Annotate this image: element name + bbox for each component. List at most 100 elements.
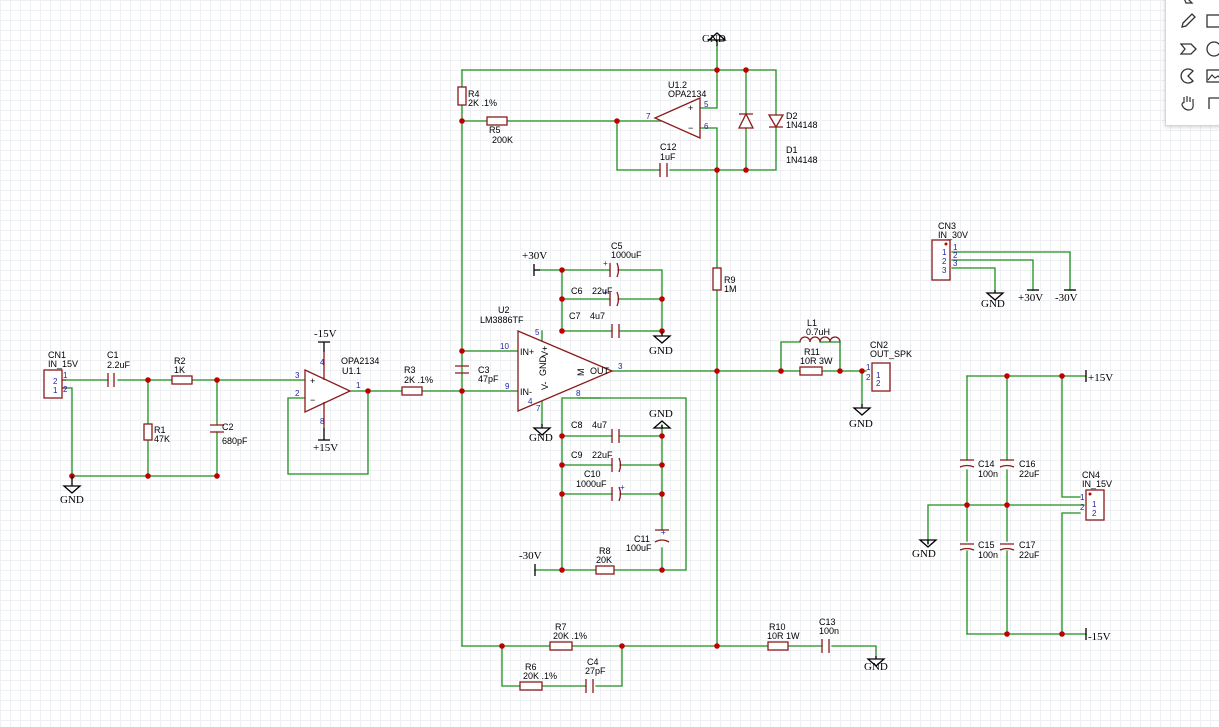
svg-text:100uF: 100uF: [626, 543, 652, 553]
svg-text:22uF: 22uF: [592, 450, 613, 460]
svg-text:200K: 200K: [492, 135, 513, 145]
svg-text:2: 2: [295, 389, 300, 398]
svg-text:3: 3: [942, 266, 947, 275]
svg-text:IN_15V: IN_15V: [48, 359, 78, 369]
svg-text:M: M: [576, 369, 586, 377]
svg-text:OPA2134: OPA2134: [668, 89, 706, 99]
hand-icon[interactable]: [1178, 93, 1198, 113]
power-n30: -30V: [519, 550, 542, 576]
connector-cn2[interactable]: 1 2 1 2 CN2 OUT_SPK: [866, 340, 912, 392]
svg-text:CN2: CN2: [870, 340, 888, 350]
opamp-u1-1[interactable]: +− 3 2 4 8 1 OPA2134 U1.1: [295, 352, 379, 428]
svg-text:3: 3: [953, 259, 958, 268]
svg-text:1: 1: [876, 371, 881, 380]
svg-text:GND: GND: [864, 661, 888, 673]
svg-text:4: 4: [528, 397, 533, 406]
svg-text:C4: C4: [587, 657, 599, 667]
svg-text:5: 5: [704, 100, 709, 109]
svg-text:2: 2: [942, 257, 947, 266]
svg-text:20K .1%: 20K .1%: [523, 671, 557, 681]
connector-cn1[interactable]: 2 1 1 2 CN1 IN_15V: [43, 350, 78, 399]
svg-text:D1: D1: [786, 145, 798, 155]
svg-text:47K: 47K: [154, 434, 170, 444]
rectangle-icon[interactable]: [1204, 11, 1219, 31]
svg-text:680pF: 680pF: [222, 436, 248, 446]
svg-text:+: +: [310, 376, 315, 386]
pencil-icon[interactable]: [1178, 11, 1198, 31]
svg-text:CN4: CN4: [1082, 470, 1100, 480]
svg-text:1: 1: [1080, 493, 1085, 502]
circle-icon[interactable]: [1204, 39, 1219, 59]
svg-text:C3: C3: [478, 365, 490, 375]
svg-text:10R 3W: 10R 3W: [800, 356, 833, 366]
gnd-symbol: GND: [702, 32, 727, 46]
svg-text:R1: R1: [154, 425, 166, 435]
opamp-u1-2[interactable]: +− 7 5 6 U1.2 OPA2134: [646, 80, 709, 140]
svg-text:C13: C13: [819, 617, 836, 627]
svg-text:GND: GND: [702, 33, 726, 45]
svg-text:IN-: IN-: [520, 387, 532, 397]
svg-text:20K: 20K: [596, 555, 612, 565]
svg-text:C11: C11: [634, 534, 650, 544]
gnd-symbol: GND: [649, 331, 673, 357]
capacitor-c1[interactable]: C12.2uF: [107, 350, 131, 387]
svg-text:10R 1W: 10R 1W: [767, 631, 800, 641]
pie-icon[interactable]: [1178, 66, 1198, 86]
svg-text:5: 5: [535, 328, 540, 337]
svg-text:V+: V+: [540, 346, 550, 357]
svg-text:+: +: [603, 259, 608, 268]
connector-cn3[interactable]: 1 2 3 1 2 3 CN3 IN_30V: [931, 221, 968, 281]
svg-text:4: 4: [320, 358, 325, 367]
inductor-l1[interactable]: L10.7uH: [799, 318, 841, 343]
connector-cn4[interactable]: 1 2 1 2 CN4 IN_15V: [1080, 470, 1112, 521]
amplifier-u2[interactable]: 10 9 5 4 3 8 7 IN+ IN- V+ V- GND OUT M U…: [480, 305, 623, 413]
wires: [65, 45, 1087, 687]
svg-text:1: 1: [63, 371, 68, 380]
svg-text:2K .1%: 2K .1%: [468, 98, 497, 108]
gnd-symbol: GND: [649, 408, 673, 429]
tag-icon[interactable]: [1178, 39, 1198, 59]
cursor-icon[interactable]: [1178, 0, 1198, 11]
svg-text:7: 7: [646, 112, 651, 121]
svg-text:8: 8: [576, 389, 581, 398]
power-p30-cn3: +30V: [1018, 289, 1043, 304]
svg-text:CN1: CN1: [48, 350, 66, 360]
svg-text:−: −: [310, 395, 315, 405]
image-icon[interactable]: [1204, 66, 1219, 86]
diode-d1[interactable]: [737, 112, 755, 129]
svg-text:C12: C12: [660, 142, 677, 152]
svg-text:20K .1%: 20K .1%: [553, 631, 587, 641]
corner-icon[interactable]: [1204, 93, 1219, 113]
svg-text:1N4148: 1N4148: [786, 155, 818, 165]
svg-text:C17: C17: [1019, 540, 1036, 550]
